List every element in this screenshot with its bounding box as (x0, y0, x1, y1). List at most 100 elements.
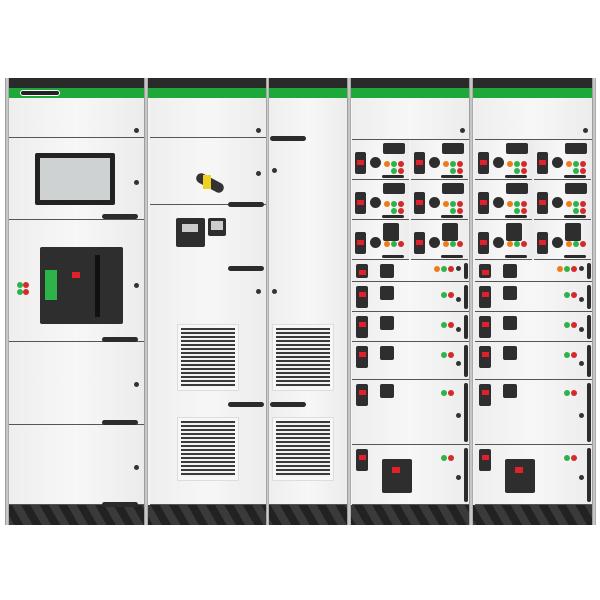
rotary-selector[interactable] (370, 197, 381, 208)
rotary-disconnect[interactable] (503, 346, 517, 360)
switch-red-handle[interactable] (359, 455, 366, 460)
rotary-selector[interactable] (552, 197, 563, 208)
switch-red-handle[interactable] (416, 160, 423, 165)
vertical-handle[interactable] (464, 285, 468, 309)
switch-red-handle[interactable] (359, 390, 366, 395)
door-handle[interactable] (441, 215, 463, 218)
door-lock-knob[interactable] (134, 180, 139, 185)
rotary-selector[interactable] (429, 197, 440, 208)
rotary-selector[interactable] (493, 197, 504, 208)
feeder-switch[interactable] (356, 346, 368, 368)
rotary-disconnect[interactable] (380, 346, 394, 360)
door-handle[interactable] (564, 175, 586, 178)
door-handle[interactable] (441, 255, 463, 258)
switch-red-handle[interactable] (480, 240, 487, 245)
switch-red-handle[interactable] (357, 240, 364, 245)
door-lock-knob[interactable] (272, 168, 277, 173)
door-handle[interactable] (505, 215, 527, 218)
vertical-handle[interactable] (587, 448, 591, 502)
vertical-handle[interactable] (587, 383, 591, 442)
rotary-selector[interactable] (552, 237, 563, 248)
rotary-disconnect[interactable] (380, 286, 394, 300)
rotary-disconnect[interactable] (503, 316, 517, 330)
feeder-switch[interactable] (479, 286, 491, 308)
rotary-selector[interactable] (370, 237, 381, 248)
vertical-handle[interactable] (464, 345, 468, 377)
door-lock-knob[interactable] (579, 412, 584, 418)
rotary-selector[interactable] (429, 237, 440, 248)
rotary-selector[interactable] (429, 157, 440, 168)
rotary-disconnect[interactable] (380, 264, 394, 278)
feeder-switch[interactable] (356, 384, 368, 406)
feeder-switch[interactable] (356, 286, 368, 308)
vertical-handle[interactable] (587, 315, 591, 339)
vertical-handle[interactable] (587, 345, 591, 377)
moulded-case-breaker[interactable] (505, 459, 535, 493)
switch-red-handle[interactable] (480, 160, 487, 165)
switch-red-handle[interactable] (359, 322, 366, 327)
door-lock-knob[interactable] (256, 128, 261, 133)
rotary-disconnect[interactable] (380, 316, 394, 330)
switch-red-handle[interactable] (539, 160, 546, 165)
door-handle[interactable] (564, 215, 586, 218)
vertical-handle[interactable] (464, 383, 468, 442)
feeder-switch[interactable] (479, 449, 491, 471)
vertical-handle[interactable] (587, 263, 591, 279)
rotary-disconnect[interactable] (503, 384, 517, 398)
door-handle[interactable] (102, 214, 138, 219)
door-handle[interactable] (270, 136, 306, 141)
door-handle[interactable] (505, 175, 527, 178)
rotary-selector[interactable] (552, 157, 563, 168)
door-handle[interactable] (102, 502, 138, 507)
door-lock-knob[interactable] (579, 266, 584, 271)
door-lock-knob[interactable] (456, 475, 461, 480)
door-lock-knob[interactable] (579, 475, 584, 480)
feeder-switch[interactable] (479, 384, 491, 406)
switch-red-handle[interactable] (416, 200, 423, 205)
breaker-trip-button[interactable] (515, 467, 523, 473)
rotary-selector[interactable] (493, 157, 504, 168)
switch-red-handle[interactable] (416, 240, 423, 245)
door-handle[interactable] (382, 255, 404, 258)
door-handle[interactable] (270, 402, 306, 407)
door-handle[interactable] (441, 175, 463, 178)
vertical-handle[interactable] (464, 315, 468, 339)
door-handle[interactable] (564, 255, 586, 258)
rotary-selector[interactable] (370, 157, 381, 168)
rotary-disconnect[interactable] (503, 264, 517, 278)
switch-red-handle[interactable] (482, 322, 489, 327)
switch-red-handle[interactable] (482, 352, 489, 357)
door-lock-knob[interactable] (134, 128, 139, 133)
switch-red-handle[interactable] (482, 270, 489, 275)
vertical-handle[interactable] (464, 263, 468, 279)
door-lock-knob[interactable] (134, 382, 139, 387)
switch-red-handle[interactable] (539, 240, 546, 245)
door-lock-knob[interactable] (456, 361, 461, 366)
door-handle[interactable] (228, 266, 264, 271)
breaker-trip-button[interactable] (72, 272, 80, 278)
moulded-case-breaker[interactable] (382, 459, 412, 493)
door-handle[interactable] (102, 420, 138, 425)
switch-red-handle[interactable] (357, 200, 364, 205)
door-lock-knob[interactable] (579, 327, 584, 332)
feeder-switch[interactable] (479, 346, 491, 368)
switch-red-handle[interactable] (539, 200, 546, 205)
door-lock-knob[interactable] (579, 297, 584, 302)
door-lock-knob[interactable] (583, 128, 588, 133)
vertical-handle[interactable] (587, 285, 591, 309)
door-handle[interactable] (228, 202, 264, 207)
door-lock-knob[interactable] (272, 289, 277, 294)
door-lock-knob[interactable] (134, 465, 139, 470)
door-lock-knob[interactable] (456, 266, 461, 271)
rotary-disconnect[interactable] (503, 286, 517, 300)
vertical-handle[interactable] (464, 448, 468, 502)
switch-red-handle[interactable] (480, 200, 487, 205)
rotary-disconnect[interactable] (380, 384, 394, 398)
door-lock-knob[interactable] (460, 128, 465, 133)
switch-red-handle[interactable] (359, 352, 366, 357)
door-lock-knob[interactable] (456, 327, 461, 332)
switch-red-handle[interactable] (482, 292, 489, 297)
door-lock-knob[interactable] (579, 361, 584, 366)
rotary-selector[interactable] (493, 237, 504, 248)
switch-red-handle[interactable] (359, 270, 366, 275)
